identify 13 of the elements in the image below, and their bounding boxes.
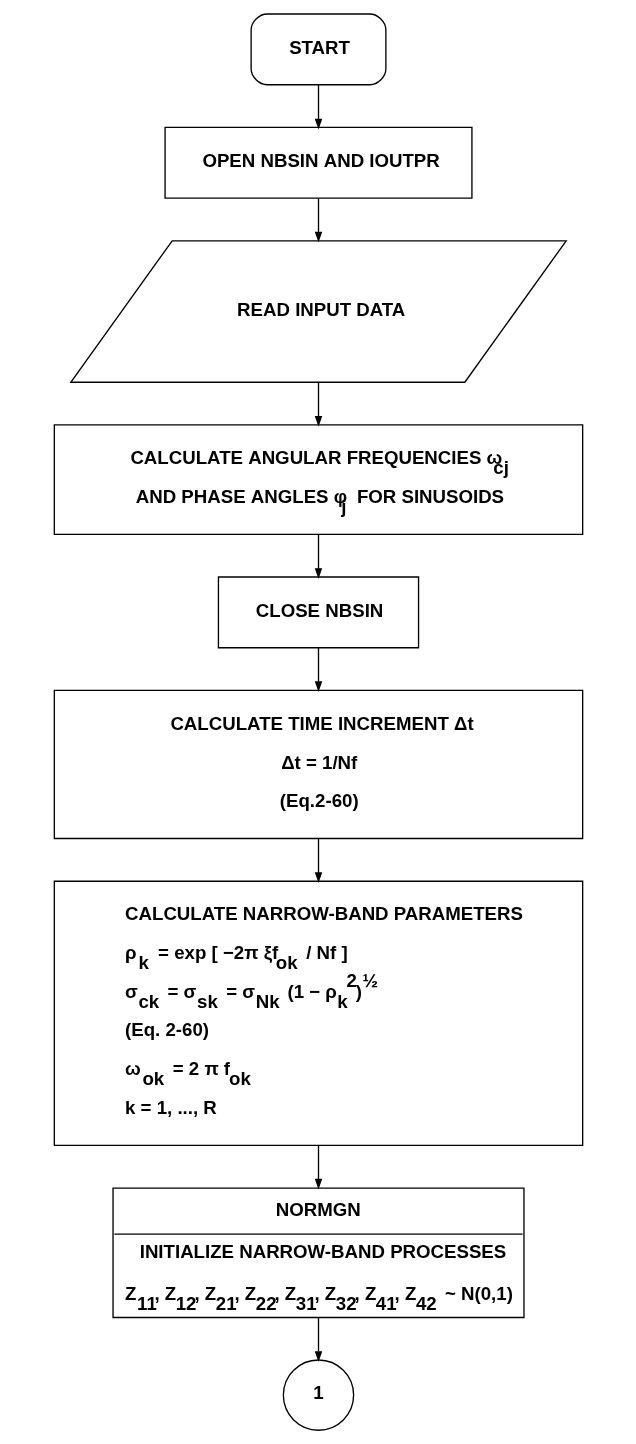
- node-box: CLOSE NBSIN: [217, 576, 419, 649]
- arrow: [314, 1144, 322, 1190]
- node-box: CALCULATE TIME INCREMENT Δt Δt = 1/Nf (Eq.2-60): [53, 689, 583, 840]
- arrow: [314, 647, 322, 693]
- arrow: [314, 838, 322, 883]
- node-box: START: [249, 13, 387, 86]
- arrow: [314, 381, 322, 427]
- arrow: [314, 533, 322, 579]
- arrow: [314, 197, 322, 243]
- arrow: [314, 84, 322, 130]
- node-box: OPEN NBSIN AND IOUTPR: [163, 126, 473, 199]
- node-circle: 1: [282, 1359, 354, 1431]
- arrow: [314, 1317, 322, 1362]
